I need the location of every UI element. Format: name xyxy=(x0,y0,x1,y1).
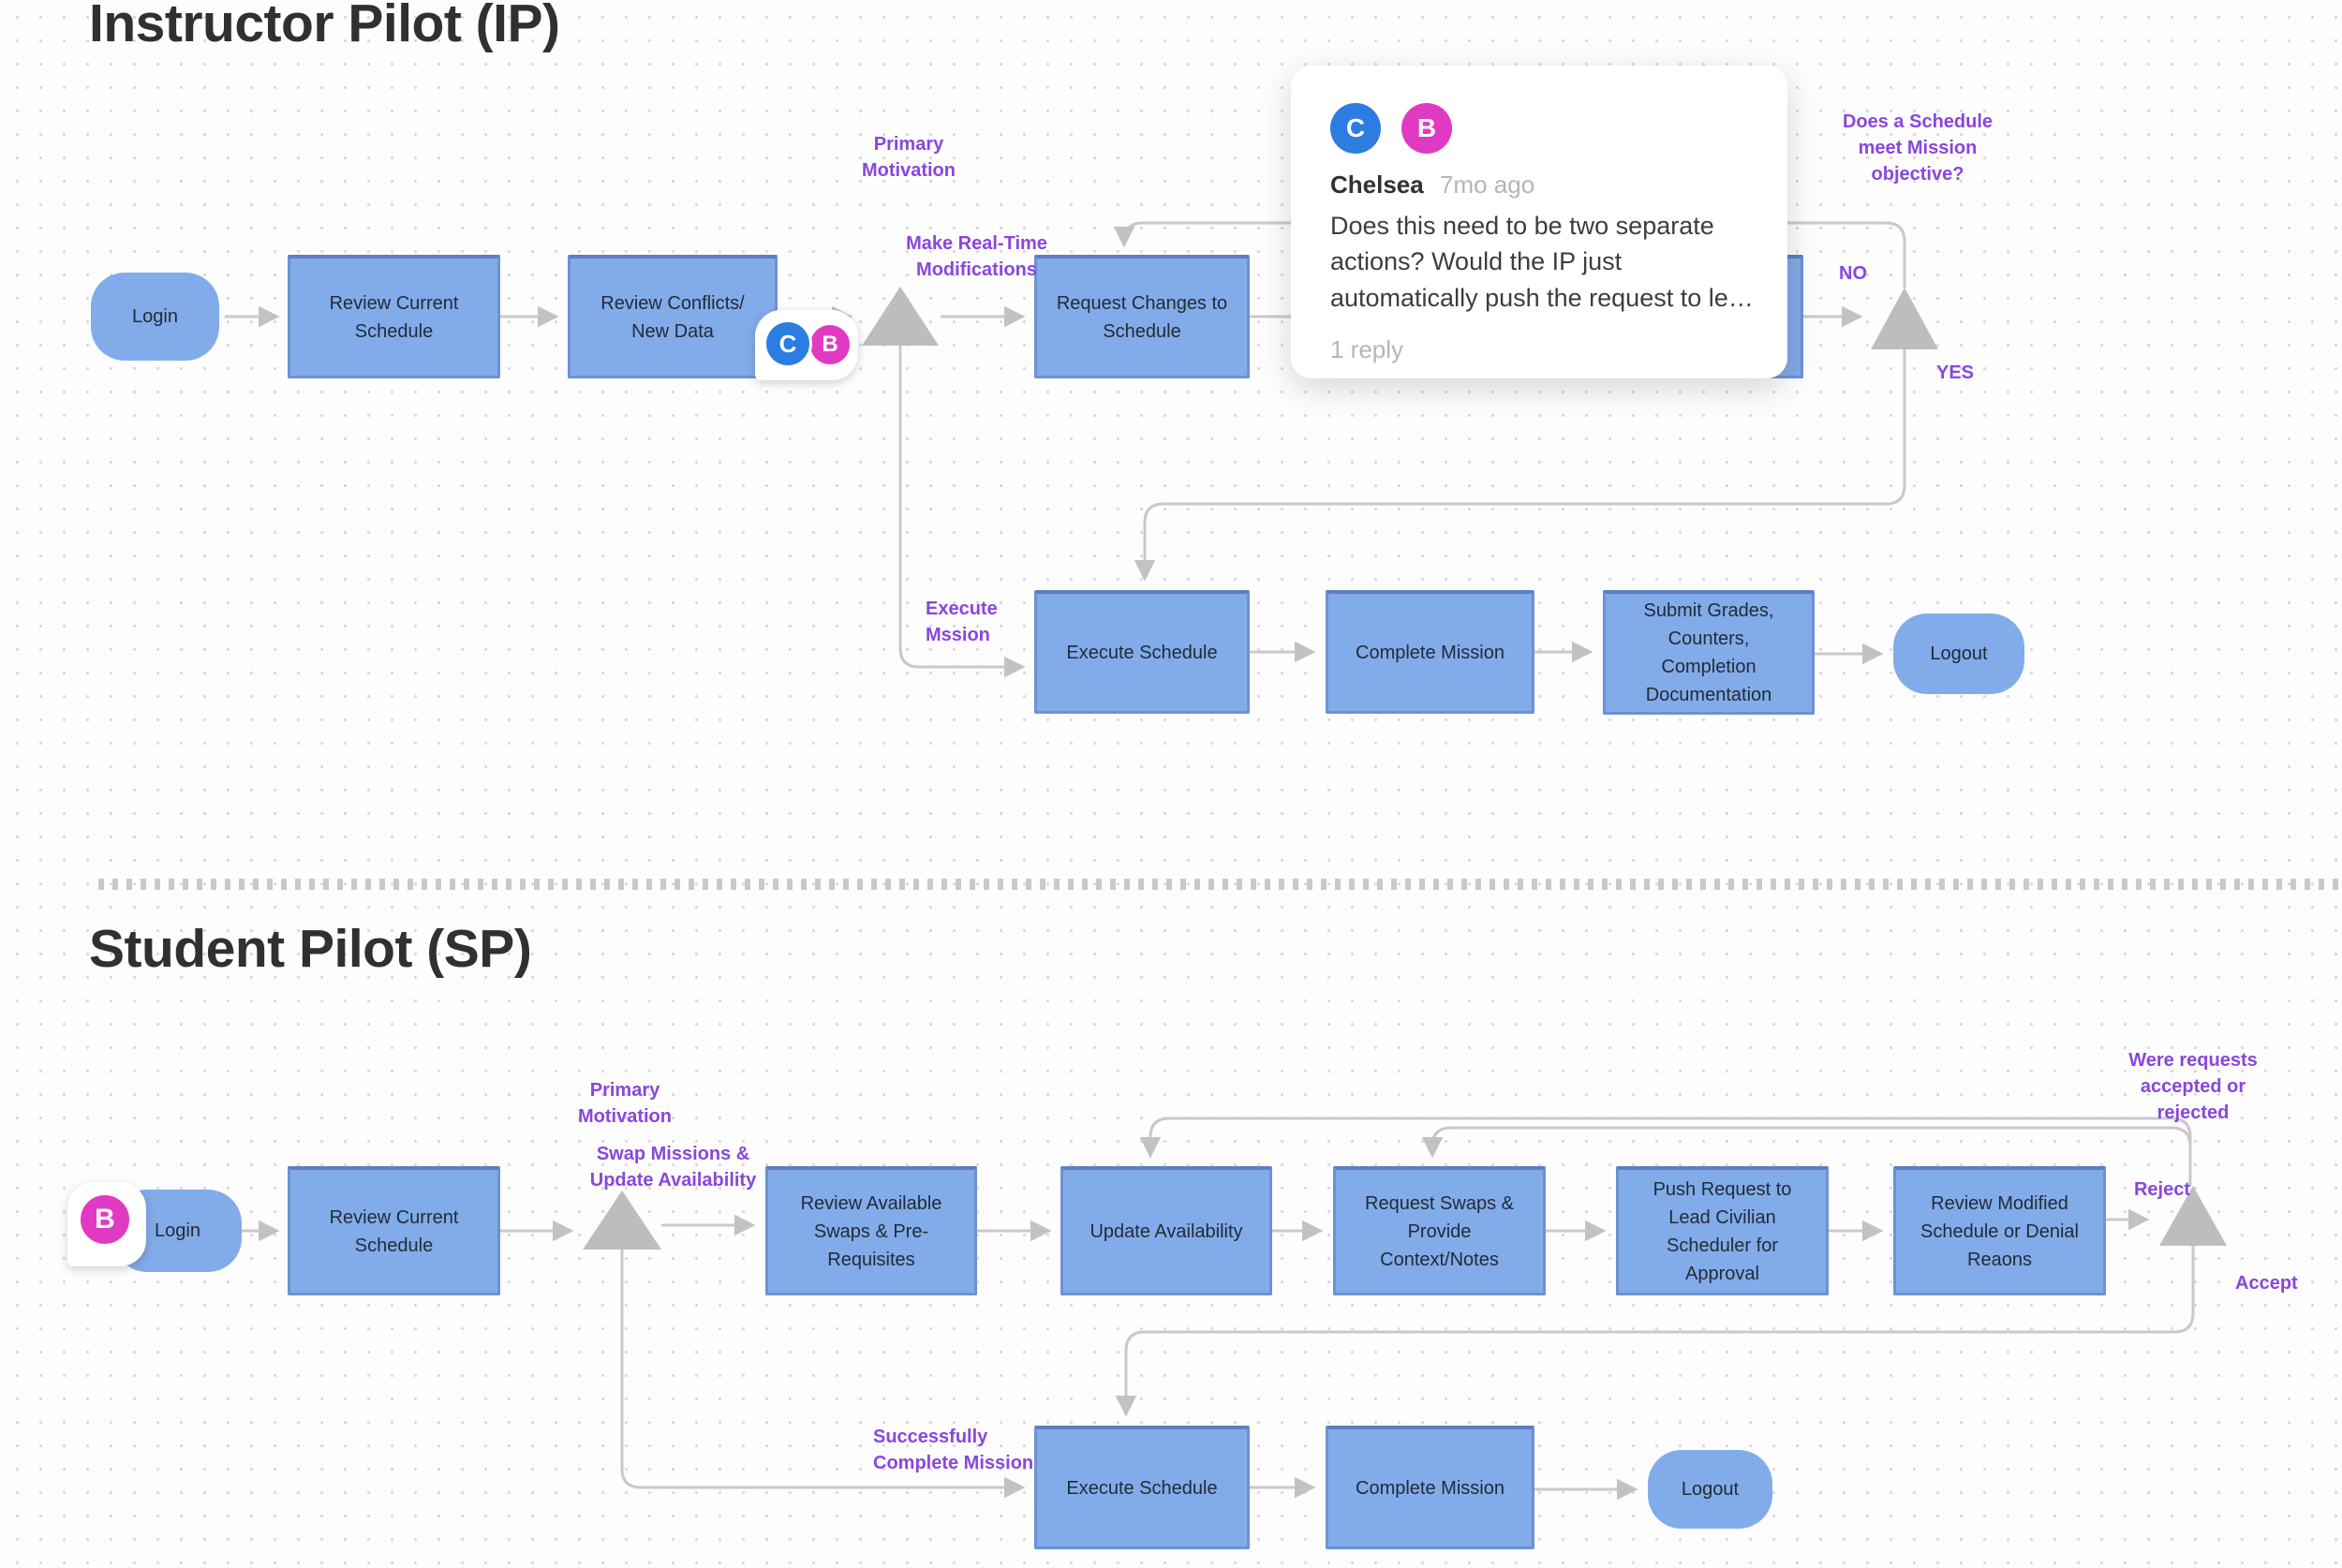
node-ip-complete-mission[interactable]: Complete Mission xyxy=(1326,590,1534,714)
node-sp-push-request[interactable]: Push Request to Lead Civilian Scheduler … xyxy=(1616,1166,1829,1295)
node-ip-review-current-schedule[interactable]: Review Current Schedule xyxy=(288,255,500,378)
node-sp-review-available-swaps[interactable]: Review Available Swaps & Pre-Requisites xyxy=(765,1166,977,1295)
label-sp-primary-motivation[interactable]: Primary Motivation xyxy=(578,1080,672,1127)
node-sp-logout[interactable]: Logout xyxy=(1648,1450,1772,1529)
node-ip-review-conflicts[interactable]: Review Conflicts/ New Data xyxy=(568,255,778,378)
popup-author-row: Chelsea 7mo ago xyxy=(1330,170,1534,200)
popup-reply-count[interactable]: 1 reply xyxy=(1330,335,1404,363)
comment-popup[interactable]: C B Chelsea 7mo ago Does this need to be… xyxy=(1291,66,1787,378)
connector-sp-accept-path[interactable] xyxy=(1115,1246,2195,1417)
junction-triangle-ip-modifications[interactable] xyxy=(862,287,939,346)
node-sp-complete-mission[interactable]: Complete Mission xyxy=(1326,1426,1534,1549)
popup-avatar-b[interactable]: B xyxy=(1401,103,1452,154)
node-sp-review-current-schedule[interactable]: Review Current Schedule xyxy=(288,1166,500,1295)
connector-sp-reject-to-swaps[interactable] xyxy=(1421,1126,2192,1186)
connector-ip-yes-path[interactable] xyxy=(1134,349,1906,582)
decision-triangle-ip-objective[interactable] xyxy=(1871,288,1938,349)
node-sp-execute-schedule[interactable]: Execute Schedule xyxy=(1034,1426,1250,1549)
label-sp-accept[interactable]: Accept xyxy=(2235,1273,2298,1294)
junction-triangle-sp-swap[interactable] xyxy=(583,1191,661,1250)
node-ip-execute-schedule[interactable]: Execute Schedule xyxy=(1034,590,1250,714)
decision-triangle-sp-accept[interactable] xyxy=(2159,1186,2227,1246)
label-sp-reject[interactable]: Reject xyxy=(2133,1179,2191,1200)
popup-avatar-c[interactable]: C xyxy=(1330,103,1381,154)
label-sp-successfully-complete[interactable]: Successfully Complete Mission xyxy=(873,1427,1034,1473)
label-ip-no[interactable]: NO xyxy=(1839,263,1867,284)
node-sp-request-swaps[interactable]: Request Swaps & Provide Context/Notes xyxy=(1333,1166,1546,1295)
comment-avatar-c[interactable]: C xyxy=(763,319,812,368)
comment-avatar-b[interactable]: B xyxy=(808,322,852,367)
connector-sp-reject-to-update[interactable] xyxy=(1139,1117,2192,1186)
label-sp-swap-missions[interactable]: Swap Missions & Update Availability xyxy=(589,1144,757,1191)
label-sp-were-requests[interactable]: Were requests accepted or rejected xyxy=(2128,1050,2258,1123)
node-ip-login[interactable]: Login xyxy=(91,273,219,361)
connector-ip-junction-execute[interactable] xyxy=(898,346,1026,678)
node-ip-logout[interactable]: Logout xyxy=(1893,614,2024,694)
label-ip-decision-question[interactable]: Does a Schedule meet Mission objective? xyxy=(1842,111,1994,185)
node-sp-review-modified[interactable]: Review Modified Schedule or Denial Reaon… xyxy=(1893,1166,2106,1295)
comment-marker-b[interactable]: B xyxy=(67,1182,146,1266)
comment-marker-cb[interactable]: C B xyxy=(755,310,858,380)
node-sp-update-availability[interactable]: Update Availability xyxy=(1060,1166,1272,1295)
lane-divider xyxy=(98,879,2342,890)
node-ip-submit-grades[interactable]: Submit Grades, Counters, Completion Docu… xyxy=(1603,590,1815,715)
node-ip-request-changes[interactable]: Request Changes to Schedule xyxy=(1034,255,1250,378)
label-ip-execute-mission[interactable]: Execute Mssion xyxy=(926,599,998,645)
lane-title-student-pilot[interactable]: Student Pilot (SP) xyxy=(89,919,532,979)
label-ip-yes[interactable]: YES xyxy=(1935,362,1975,383)
label-ip-primary-motivation[interactable]: Primary Motivation xyxy=(862,134,956,181)
connector-sp-junction-execute[interactable] xyxy=(620,1250,1026,1499)
popup-timestamp: 7mo ago xyxy=(1439,170,1535,199)
lane-title-instructor-pilot[interactable]: Instructor Pilot (IP) xyxy=(89,0,560,53)
popup-comment-body: Does this need to be two separate action… xyxy=(1330,212,1754,312)
popup-author-name: Chelsea xyxy=(1330,170,1424,199)
comment-avatar-b-sp[interactable]: B xyxy=(78,1192,132,1247)
label-ip-make-realtime-modifications[interactable]: Make Real-Time Modifications xyxy=(906,233,1047,280)
